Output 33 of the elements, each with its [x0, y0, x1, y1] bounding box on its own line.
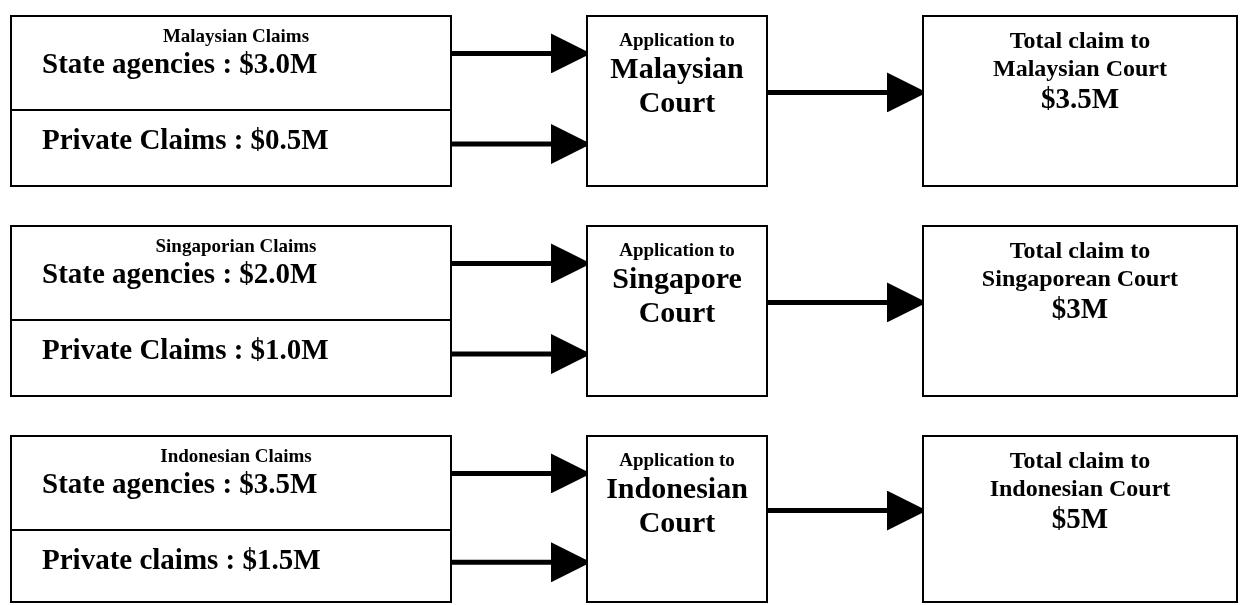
box-text: Malaysian Court — [609, 50, 745, 120]
box-text: $3.5M — [1040, 82, 1120, 116]
box-text: Private Claims : $1.0M — [42, 333, 329, 367]
court-box — [586, 225, 768, 397]
total-box — [922, 225, 1238, 397]
box-heading: Malaysian Claims — [161, 25, 311, 47]
box-heading: Singaporian Claims — [154, 235, 318, 257]
box-heading: Indonesian Claims — [159, 445, 313, 467]
box-text: Singapore Court — [611, 260, 743, 330]
box-heading: Application to — [619, 29, 735, 51]
box-text: State agencies : $3.0M — [42, 46, 319, 81]
box-text: $5M — [1051, 502, 1109, 536]
box-heading: Application to — [619, 239, 735, 261]
claims-box — [10, 109, 452, 187]
total-box — [922, 435, 1238, 603]
box-text: $3M — [1051, 292, 1109, 326]
claims-box — [10, 529, 452, 603]
total-box — [922, 15, 1238, 187]
box-heading: Application to — [619, 449, 735, 471]
claims-box — [10, 435, 452, 531]
box-text: Private Claims : $0.5M — [42, 123, 329, 157]
box-heading: Total claim to Singaporean Court — [980, 237, 1180, 293]
box-heading: Total claim to Malaysian Court — [992, 27, 1168, 83]
box-text: Private claims : $1.5M — [42, 543, 321, 577]
court-box — [586, 15, 768, 187]
box-text: Indonesian Court — [605, 470, 749, 540]
box-heading: Total claim to Indonesian Court — [988, 447, 1172, 503]
claims-box — [10, 15, 452, 111]
box-text: State agencies : $3.5M — [42, 466, 319, 501]
claims-box — [10, 225, 452, 321]
court-box — [586, 435, 768, 603]
box-text: State agencies : $2.0M — [42, 256, 319, 291]
claims-box — [10, 319, 452, 397]
